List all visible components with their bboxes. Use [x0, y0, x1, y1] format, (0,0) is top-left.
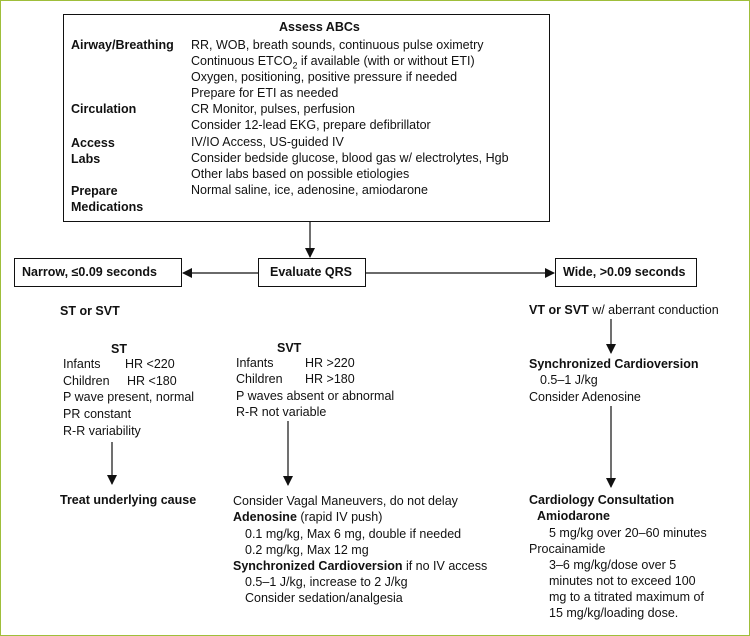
- label-labs: Labs: [71, 152, 101, 166]
- label-access: Access: [71, 136, 115, 150]
- assess-title: Assess ABCs: [279, 20, 360, 34]
- label-medications: Medications: [71, 200, 144, 214]
- labs-line-1: Consider bedside glucose, blood gas w/ e…: [191, 151, 509, 165]
- access-line: IV/IO Access, US-guided IV: [191, 135, 344, 149]
- evaluate-qrs-box: [258, 258, 366, 287]
- st-line-3: R-R variability: [63, 424, 141, 438]
- wide-consider-adenosine: Consider Adenosine: [529, 390, 641, 404]
- labs-line-2: Other labs based on possible etiologies: [191, 167, 410, 181]
- assess-abcs-box: [63, 14, 550, 222]
- circulation-line-2: Consider 12-lead EKG, prepare defibrilla…: [191, 118, 431, 132]
- wide-qrs-box: [555, 258, 697, 287]
- wide-heading: VT or SVT w/ aberrant conduction: [529, 303, 719, 317]
- svt-adenosine-dose-2: 0.2 mg/kg, Max 12 mg: [245, 543, 369, 557]
- wide-sync-title: Synchronized Cardioversion: [529, 357, 699, 371]
- procainamide-line-1: 3–6 mg/kg/dose over 5: [549, 558, 677, 572]
- procainamide-line-4: 15 mg/kg/loading dose.: [549, 606, 679, 620]
- svt-sync-line: Synchronized Cardioversion if no IV acce…: [233, 559, 488, 573]
- svt-line-1: P waves absent or abnormal: [236, 389, 395, 403]
- procainamide-label: Procainamide: [529, 542, 606, 556]
- svt-children-label: Children: [236, 372, 283, 386]
- svt-adenosine-dose-1: 0.1 mg/kg, Max 6 mg, double if needed: [245, 527, 462, 541]
- st-line-2: PR constant: [63, 407, 132, 421]
- svt-infants-label: Infants: [236, 356, 274, 370]
- svt-adenosine-line: Adenosine (rapid IV push): [233, 510, 383, 524]
- narrow-qrs-box: [14, 258, 182, 287]
- svt-children-value: HR >180: [305, 372, 355, 386]
- st-infants-label: Infants: [63, 357, 101, 371]
- st-infants-value: HR <220: [125, 357, 175, 371]
- svt-infants-value: HR >220: [305, 356, 355, 370]
- evaluate-qrs-label: Evaluate QRS: [270, 265, 352, 279]
- cardiology-consultation: Cardiology Consultation: [529, 493, 675, 507]
- airway-line-1: RR, WOB, breath sounds, continuous pulse…: [191, 38, 484, 52]
- circulation-line-1: CR Monitor, pulses, perfusion: [191, 102, 355, 116]
- label-circulation: Circulation: [71, 102, 137, 116]
- st-line-1: P wave present, normal: [63, 390, 195, 404]
- label-prepare: Prepare: [71, 184, 118, 198]
- wide-qrs-label: Wide, >0.09 seconds: [563, 265, 686, 279]
- svt-sync-dose: 0.5–1 J/kg, increase to 2 J/kg: [245, 575, 408, 589]
- procainamide-line-2: minutes not to exceed 100: [549, 574, 696, 588]
- svt-sedation: Consider sedation/analgesia: [245, 591, 403, 605]
- amiodarone-label: Amiodarone: [537, 509, 610, 523]
- procainamide-line-3: mg to a titrated maximum of: [549, 590, 704, 604]
- svt-vagal-line: Consider Vagal Maneuvers, do not delay: [233, 494, 458, 508]
- airway-line-4: Prepare for ETI as needed: [191, 86, 339, 100]
- st-title: ST: [111, 342, 127, 356]
- svt-line-2: R-R not variable: [236, 405, 327, 419]
- svt-sync-label: Synchronized Cardioversion: [233, 559, 403, 573]
- adenosine-label: Adenosine: [233, 510, 297, 524]
- st-children-label: Children: [63, 374, 110, 388]
- wide-sync-dose: 0.5–1 J/kg: [540, 373, 598, 387]
- label-airway-breathing: Airway/Breathing: [71, 38, 174, 52]
- treat-underlying-cause: Treat underlying cause: [60, 493, 197, 507]
- narrow-heading: ST or SVT: [60, 304, 120, 318]
- svt-title: SVT: [277, 341, 302, 355]
- amiodarone-dose: 5 mg/kg over 20–60 minutes: [549, 526, 707, 540]
- airway-line-2: Continuous ETCO2 if available (with or w…: [191, 54, 475, 71]
- narrow-qrs-label: Narrow, ≤0.09 seconds: [22, 265, 157, 279]
- prepare-line: Normal saline, ice, adenosine, amiodaron…: [191, 183, 428, 197]
- airway-line-3: Oxygen, positioning, positive pressure i…: [191, 70, 458, 84]
- st-children-value: HR <180: [127, 374, 177, 388]
